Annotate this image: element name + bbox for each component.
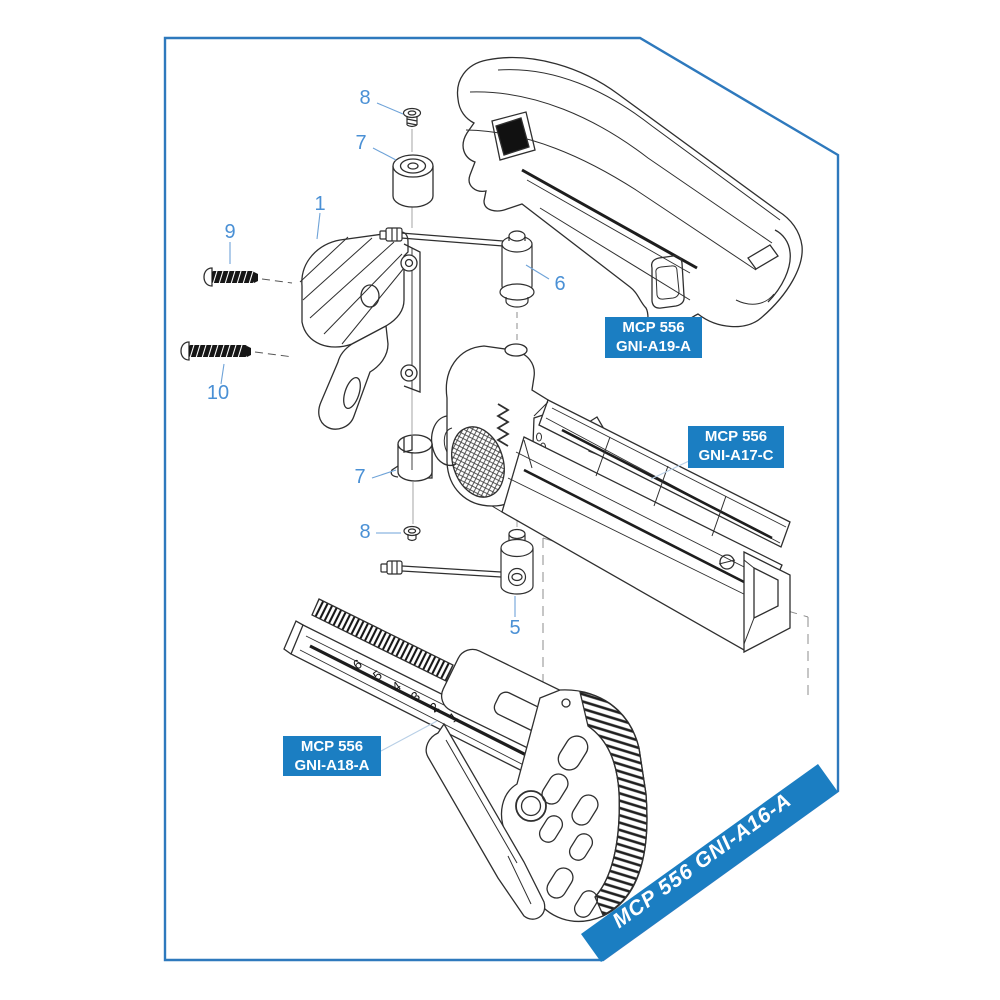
screw-8-top xyxy=(402,107,422,128)
callout-10: 10 xyxy=(206,382,230,404)
part-label-gni-a18-a: MCP 556 GNI-A18-A xyxy=(283,736,381,776)
chassis-part xyxy=(418,343,791,654)
callout-5: 5 xyxy=(509,617,521,639)
part-label-line2: GNI-A19-A xyxy=(615,338,691,355)
stock-part xyxy=(283,598,648,923)
screw-8-bottom xyxy=(403,525,421,542)
callout-1: 1 xyxy=(314,193,326,215)
part-label-line2: GNI-A18-A xyxy=(294,757,370,774)
callout-leader-lines xyxy=(220,102,550,617)
bushing-7-top xyxy=(392,154,434,208)
callout-9: 9 xyxy=(224,221,236,243)
detent-pin-6 xyxy=(379,227,535,308)
callout-8-bottom: 8 xyxy=(359,521,371,543)
part-label-line1: MCP 556 xyxy=(704,428,768,445)
hinge-mount-part xyxy=(299,231,421,430)
callout-7-bottom: 7 xyxy=(354,466,366,488)
cover-latch-opening xyxy=(495,117,530,156)
bushing-7-bottom xyxy=(390,434,433,482)
upper-cover-part xyxy=(456,56,803,335)
cover-bottom-hole xyxy=(651,255,685,309)
label-leader-lines xyxy=(380,460,690,752)
detent-pin-5 xyxy=(380,528,534,595)
frame-title-band xyxy=(581,764,838,962)
part-label-line1: MCP 556 xyxy=(622,319,685,336)
screw-9 xyxy=(203,267,293,287)
part-label-line2: GNI-A17-C xyxy=(698,447,774,464)
callout-8-top: 8 xyxy=(359,87,371,109)
part-label-line1: MCP 556 xyxy=(300,738,364,755)
part-label-gni-a19-a: MCP 556 GNI-A19-A xyxy=(605,317,702,358)
part-label-gni-a17-c: MCP 556 GNI-A17-C xyxy=(688,426,784,468)
callout-6: 6 xyxy=(554,273,566,295)
callout-7-top: 7 xyxy=(355,132,367,154)
screw-10 xyxy=(180,341,294,361)
